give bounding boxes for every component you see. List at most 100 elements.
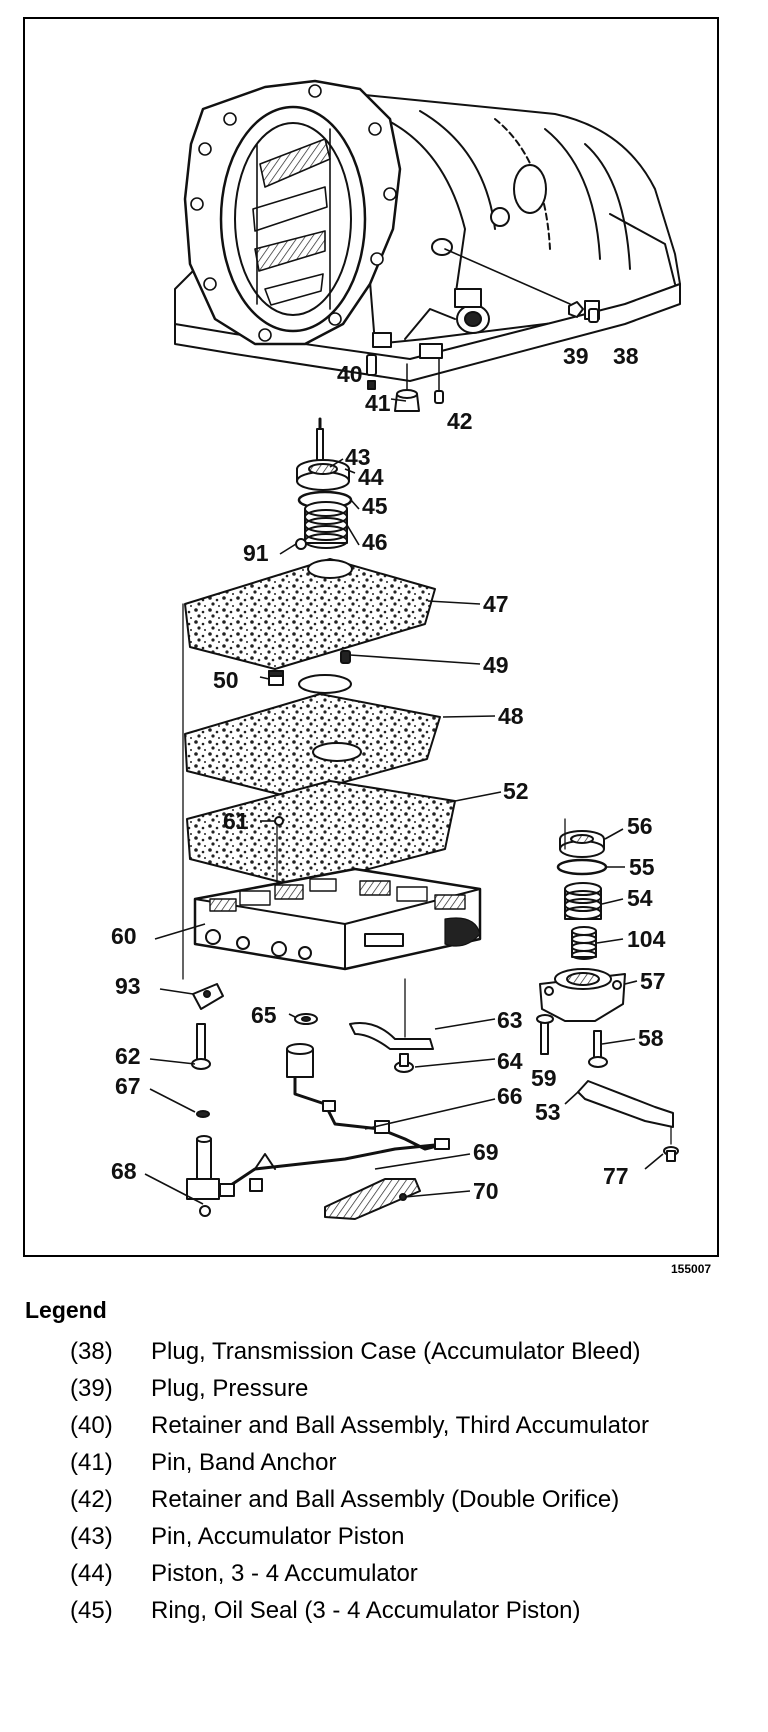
callout-41: 41 <box>365 390 391 416</box>
callout-44: 44 <box>358 464 384 490</box>
callout-60: 60 <box>111 923 137 949</box>
detent-spring-63 <box>349 978 434 1050</box>
callout-93: 93 <box>115 973 141 999</box>
legend-item-number: (44) <box>70 1560 113 1587</box>
callout-61: 61 <box>223 808 249 834</box>
callout-66: 66 <box>497 1083 523 1109</box>
callout-69: 69 <box>473 1139 499 1165</box>
diagram-frame: 38 39 40 41 42 43 44 45 46 47 48 49 50 5… <box>23 17 719 1257</box>
seal-67 <box>196 1110 210 1118</box>
callout-104: 104 <box>627 926 666 952</box>
legend-item-number: (43) <box>70 1523 113 1550</box>
legend-item: (41) Pin, Band Anchor <box>70 1446 750 1479</box>
bolt-77 <box>663 1126 679 1162</box>
legend-item: (42) Retainer and Ball Assembly (Double … <box>70 1483 750 1516</box>
legend-list: (38) Plug, Transmission Case (Accumulato… <box>70 1335 750 1631</box>
callout-labels: 38 39 40 41 42 43 44 45 46 47 48 49 50 5… <box>111 343 666 1204</box>
oil-seal-ring-55 <box>556 858 608 876</box>
callout-43: 43 <box>345 444 371 470</box>
legend-item-text: Pin, Accumulator Piston <box>151 1523 405 1550</box>
bleed-plug-38 <box>588 308 599 323</box>
callout-63: 63 <box>497 1007 523 1033</box>
callout-55: 55 <box>629 854 655 880</box>
callout-54: 54 <box>627 885 653 911</box>
valve-body-60 <box>193 867 482 971</box>
callout-58: 58 <box>638 1025 664 1051</box>
bolt-64 <box>394 1053 414 1073</box>
callout-70: 70 <box>473 1178 499 1204</box>
callout-42: 42 <box>447 408 473 434</box>
legend-item-number: (45) <box>70 1597 113 1624</box>
legend-item-number: (41) <box>70 1449 113 1476</box>
legend-item: (40) Retainer and Ball Assembly, Third A… <box>70 1409 750 1442</box>
callout-49: 49 <box>483 652 509 678</box>
legend-title: Legend <box>25 1297 107 1323</box>
callout-45: 45 <box>362 493 388 519</box>
gasket-52 <box>186 780 456 888</box>
leader-lines <box>144 398 664 1205</box>
bolt-58 <box>588 1030 608 1068</box>
callout-56: 56 <box>627 813 653 839</box>
transmission-case <box>174 79 681 382</box>
check-ball-49 <box>340 650 351 664</box>
exploded-view-diagram: 38 39 40 41 42 43 44 45 46 47 48 49 50 5… <box>111 79 681 1220</box>
band-anchor-pin-41 <box>394 363 420 412</box>
legend-item-text: Ring, Oil Seal (3 - 4 Accumulator Piston… <box>151 1597 581 1624</box>
seal-65 <box>294 1013 318 1025</box>
legend-item-text: Piston, 3 - 4 Accumulator <box>151 1560 418 1587</box>
legend-item-text: Pin, Band Anchor <box>151 1449 337 1476</box>
legend-item: (43) Pin, Accumulator Piston <box>70 1520 750 1553</box>
accumulator-piston-56 <box>559 830 605 858</box>
callout-46: 46 <box>362 529 388 555</box>
spacer-plate-48 <box>184 674 441 798</box>
legend-item: (38) Plug, Transmission Case (Accumulato… <box>70 1335 750 1368</box>
callout-39: 39 <box>563 343 589 369</box>
callout-48: 48 <box>498 703 524 729</box>
callout-59: 59 <box>531 1065 557 1091</box>
spring-54 <box>564 882 602 920</box>
retainer-ball-42 <box>434 358 444 404</box>
check-ball-50 <box>268 670 284 686</box>
pressure-plug-39 <box>568 301 584 318</box>
accumulator-spring-46 <box>304 501 348 549</box>
legend-item-text: Retainer and Ball Assembly (Double Orifi… <box>151 1486 620 1513</box>
callout-40: 40 <box>337 361 363 387</box>
callout-62: 62 <box>115 1043 141 1069</box>
check-ball-61 <box>274 816 284 826</box>
bolt-62 <box>191 1023 211 1070</box>
callout-77: 77 <box>603 1163 629 1189</box>
cover-69 <box>324 1178 421 1220</box>
callout-67: 67 <box>115 1073 141 1099</box>
gasket-47 <box>184 558 436 670</box>
wiring-harness-66 <box>219 1043 450 1197</box>
bolt-59 <box>536 1014 554 1055</box>
legend-item-number: (42) <box>70 1486 113 1513</box>
legend-item-number: (38) <box>70 1338 113 1365</box>
spring-104 <box>571 926 597 960</box>
bracket-93 <box>192 983 224 1010</box>
callout-53: 53 <box>535 1099 561 1125</box>
callout-57: 57 <box>640 968 666 994</box>
legend-item-number: (40) <box>70 1412 113 1439</box>
legend-item-text: Plug, Transmission Case (Accumulator Ble… <box>151 1338 641 1365</box>
accumulator-pin-43 <box>316 417 324 466</box>
callout-64: 64 <box>497 1048 523 1074</box>
legend-item-text: Retainer and Ball Assembly, Third Accumu… <box>151 1412 650 1439</box>
pressure-switch-68 <box>186 1135 220 1217</box>
callout-47: 47 <box>483 591 509 617</box>
plate-53 <box>577 1080 674 1128</box>
figure-id: 155007 <box>671 1262 712 1276</box>
retainer-ball-40 <box>366 354 377 390</box>
callout-65: 65 <box>251 1002 277 1028</box>
legend-item: (39) Plug, Pressure <box>70 1372 750 1405</box>
legend-item: (45) Ring, Oil Seal (3 - 4 Accumulator P… <box>70 1594 750 1627</box>
legend-item: (44) Piston, 3 - 4 Accumulator <box>70 1557 750 1590</box>
legend-item-number: (39) <box>70 1375 113 1402</box>
check-ball-91 <box>295 538 307 550</box>
accumulator-piston-44 <box>296 459 350 491</box>
callout-50: 50 <box>213 667 239 693</box>
callout-38: 38 <box>613 343 639 369</box>
callout-52: 52 <box>503 778 529 804</box>
callout-68: 68 <box>111 1158 137 1184</box>
accumulator-housing-57 <box>539 968 626 1022</box>
